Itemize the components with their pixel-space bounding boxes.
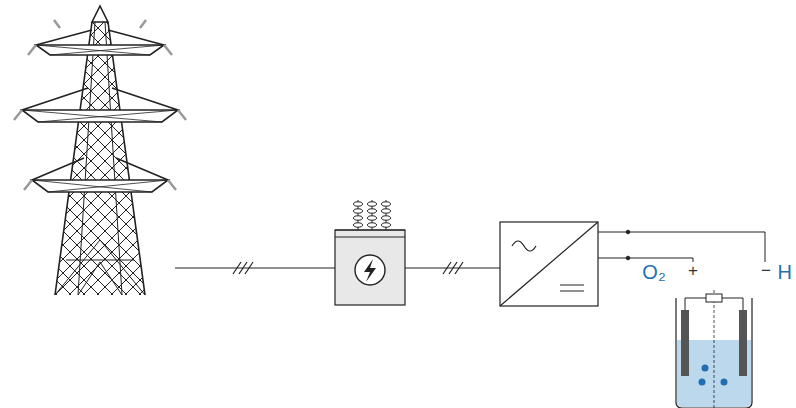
dc-wire <box>598 230 765 262</box>
transformer <box>335 200 405 305</box>
bushing-disc <box>354 202 363 206</box>
polarity-sign: − <box>761 262 771 279</box>
bushing-disc <box>368 202 377 206</box>
bushing-disc <box>354 209 363 213</box>
gas-label: H <box>778 262 792 282</box>
bushing-disc <box>368 223 377 227</box>
bushing-disc <box>382 223 391 227</box>
insulator <box>14 20 186 190</box>
bushing-disc <box>382 209 391 213</box>
bushing-disc <box>368 209 377 213</box>
bushing-disc <box>382 202 391 206</box>
ac-dc-converter <box>500 222 598 306</box>
gas-label: O₂ <box>642 262 665 282</box>
pylon <box>22 6 178 295</box>
bushing-disc <box>354 223 363 227</box>
bushing-disc <box>382 216 391 220</box>
electrolysis-cell <box>676 290 752 408</box>
bushing-disc <box>368 216 377 220</box>
polarity-sign: + <box>688 262 698 279</box>
bushing-disc <box>354 216 363 220</box>
